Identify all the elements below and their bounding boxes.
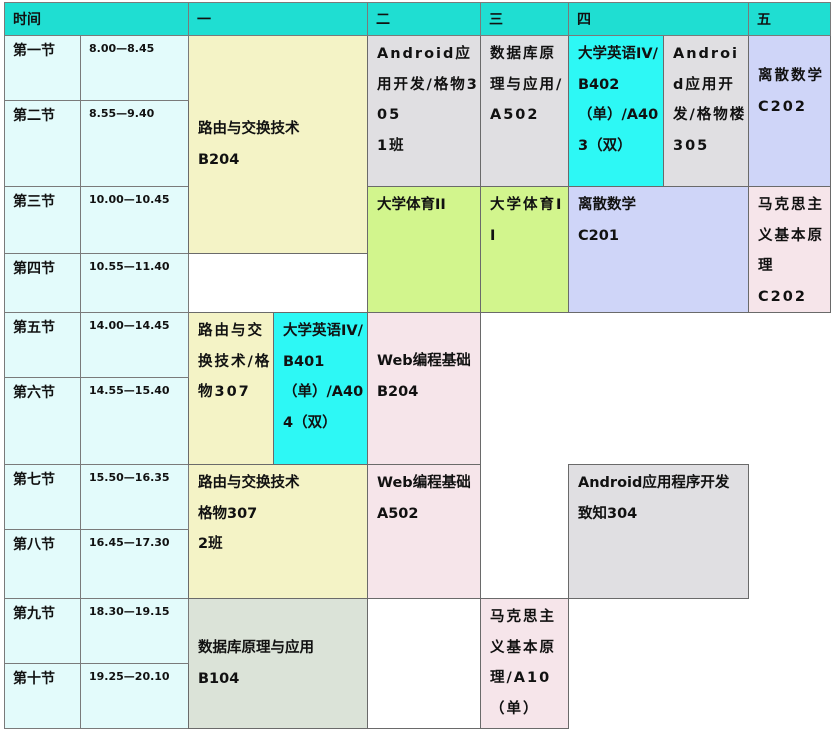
header-time: 时间: [4, 2, 189, 36]
course-thu-discrete[interactable]: 离散数学 C201: [568, 186, 749, 313]
empty-slot: [188, 253, 368, 313]
course-thu-android[interactable]: Android应用开发/格物楼305: [663, 35, 749, 187]
period-name: 第三节: [4, 185, 81, 255]
course-fri-marx[interactable]: 马克思主义基本原理 C202: [748, 186, 831, 313]
course-tue-web-pm[interactable]: Web编程基础 B204: [367, 312, 481, 465]
course-mon-routing-eve[interactable]: 路由与交换技术 格物307 2班: [188, 464, 368, 599]
course-thu-english[interactable]: 大学英语IV/B402（单）/A403（双）: [568, 35, 664, 187]
header-thursday: 四: [568, 2, 749, 36]
period-time: 14.55—15.40: [80, 377, 189, 465]
course-thu-android-eve[interactable]: Android应用程序开发 致知304: [568, 464, 749, 599]
period-time: 14.00—14.45: [80, 312, 189, 378]
course-mon-database[interactable]: 数据库原理与应用 B104: [188, 598, 368, 729]
period-name: 第七节: [4, 464, 81, 530]
course-tue-pe[interactable]: 大学体育II: [367, 186, 481, 313]
period-time: 10.55—11.40: [80, 253, 189, 313]
header-tuesday: 二: [367, 2, 481, 36]
course-mon-routing-am[interactable]: 路由与交换技术 B204: [188, 34, 368, 255]
period-name: 第四节: [4, 253, 81, 313]
header-friday: 五: [748, 2, 831, 36]
empty-slot: [367, 598, 481, 729]
empty-slot: [480, 464, 569, 599]
header-wednesday: 三: [480, 2, 569, 36]
empty-slot: [480, 312, 831, 465]
period-time: 8.00—8.45: [80, 35, 189, 101]
course-wed-pe[interactable]: 大学体育II: [480, 186, 569, 313]
timetable: 时间 一 二 三 四 五 第一节 8.00—8.45 路由与交换技术 B204 …: [4, 2, 831, 729]
empty-slot: [748, 464, 831, 599]
period-time: 8.55—9.40: [80, 100, 189, 187]
period-time: 16.45—17.30: [80, 529, 189, 599]
period-name: 第九节: [4, 598, 81, 664]
course-fri-discrete[interactable]: 离散数学C202: [748, 35, 831, 187]
period-name: 第六节: [4, 377, 81, 465]
course-mon-english[interactable]: 大学英语IV/B401（单）/A404（双）: [273, 312, 368, 465]
course-wed-marx[interactable]: 马克思主义基本原理/A10（单）: [480, 598, 569, 729]
course-wed-database[interactable]: 数据库原理与应用/A502: [480, 35, 569, 187]
period-time: 15.50—16.35: [80, 464, 189, 530]
course-mon-routing-pm[interactable]: 路由与交换技术/格物307: [188, 312, 274, 465]
period-time: 18.30—19.15: [80, 598, 189, 664]
period-name: 第五节: [4, 312, 81, 378]
period-name: 第一节: [4, 35, 81, 101]
period-name: 第八节: [4, 529, 81, 599]
period-name: 第二节: [4, 100, 81, 187]
course-tue-android[interactable]: Android应用开发/格物305 1班: [367, 35, 481, 187]
period-time: 10.00—10.45: [80, 185, 189, 255]
period-time: 19.25—20.10: [80, 663, 189, 729]
period-name: 第十节: [4, 663, 81, 729]
empty-slot: [568, 598, 831, 729]
course-tue-web-eve[interactable]: Web编程基础 A502: [367, 464, 481, 599]
header-monday: 一: [188, 2, 368, 36]
